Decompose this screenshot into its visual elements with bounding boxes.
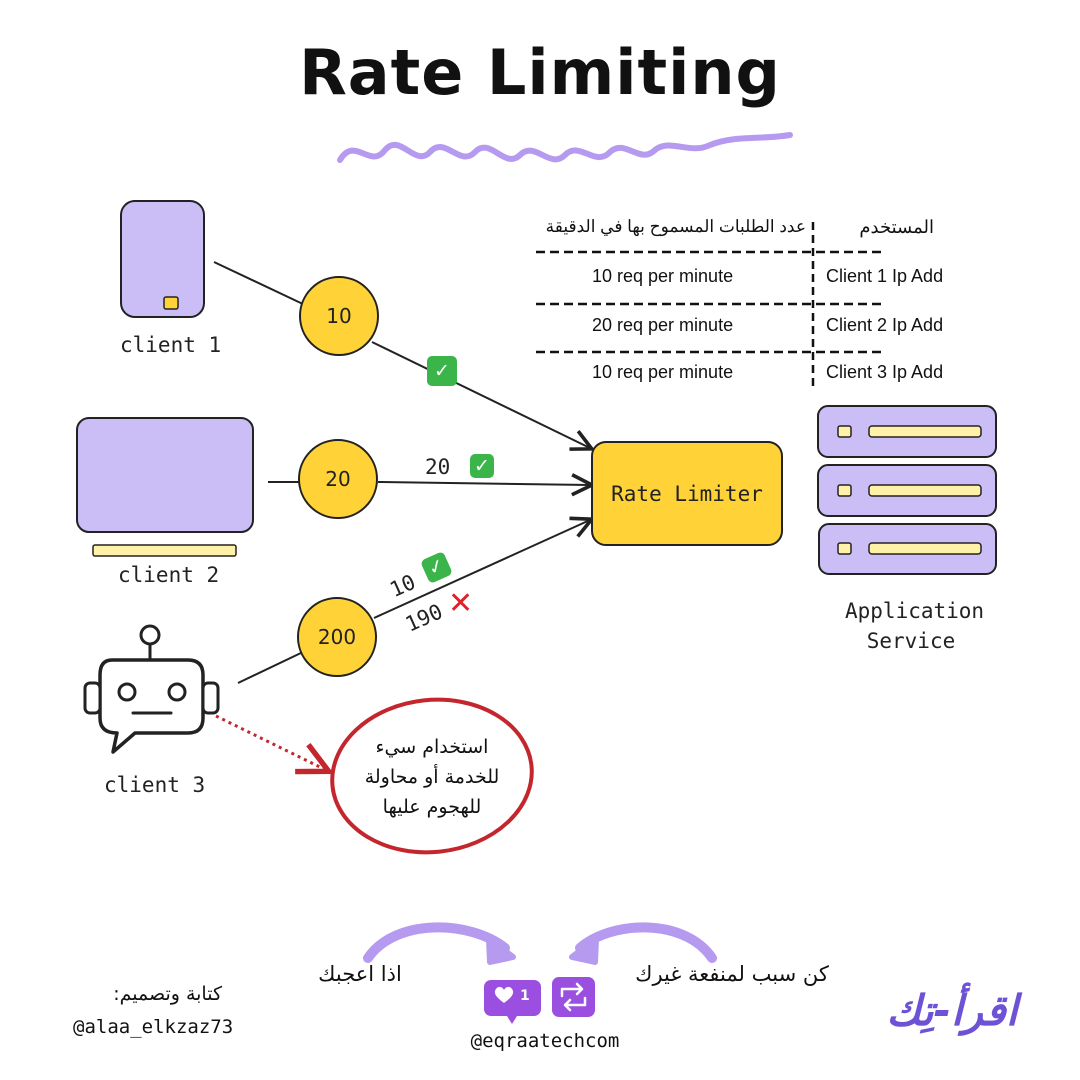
client-2-request-circle bbox=[298, 439, 378, 519]
edge-circle1-to-limiter bbox=[371, 341, 590, 448]
eqraatech-handle[interactable]: @eqraatechcom bbox=[470, 1030, 620, 1052]
server-1 bbox=[817, 405, 997, 458]
client-1-label: client 1 bbox=[120, 333, 222, 357]
client-3-robot-icon bbox=[83, 624, 220, 754]
like-count: 1 bbox=[520, 988, 530, 1004]
client-1-request-circle bbox=[299, 276, 379, 356]
repost-badge bbox=[552, 977, 595, 1017]
server-2 bbox=[817, 464, 997, 517]
rate-limiter-box bbox=[591, 441, 783, 546]
client-2-label: client 2 bbox=[118, 563, 220, 587]
misuse-note-outline bbox=[330, 697, 534, 855]
check-mark-icon: ✓ bbox=[470, 454, 494, 478]
table-row-2-user: Client 2 Ip Add bbox=[826, 315, 944, 335]
check-mark-icon: ✓ bbox=[427, 356, 457, 386]
application-service-label: Application Service bbox=[845, 596, 985, 656]
misuse-note: استخدام سيء للخدمة أو محاولة للهجوم عليه… bbox=[337, 732, 527, 822]
client-3-request-count: 200 bbox=[317, 625, 357, 649]
like-badge bbox=[484, 980, 541, 1024]
author-label: كتابة وتصميم: bbox=[113, 983, 222, 1005]
edge-client1-to-circle bbox=[213, 261, 306, 306]
page-title: Rate Limiting bbox=[299, 36, 781, 109]
application-service-label-line-1: Application bbox=[845, 599, 985, 623]
misuse-note-line-3: للهجوم عليها bbox=[382, 796, 482, 818]
share-curve-arrow bbox=[575, 922, 717, 963]
client-2-laptop-base bbox=[92, 544, 237, 557]
repost-icon bbox=[560, 982, 587, 1012]
heart-icon bbox=[494, 986, 514, 1003]
edge-circle2-to-limiter bbox=[377, 482, 590, 485]
table-header-limit: عدد الطلبات المسموح بها في الدقيقة bbox=[545, 217, 806, 236]
edge-client3-to-circle bbox=[237, 651, 304, 684]
author-handle[interactable]: @alaa_elkzaz73 bbox=[73, 1016, 234, 1038]
table-row-3-limit: 10 req per minute bbox=[592, 362, 734, 382]
table-row-1-user: Client 1 Ip Add bbox=[826, 266, 944, 286]
client-1-phone bbox=[120, 200, 205, 318]
misuse-arrow bbox=[215, 714, 326, 770]
like-curve-arrow-head bbox=[486, 936, 516, 965]
client-3-request-circle bbox=[297, 597, 377, 677]
table-row-1-limit: 10 req per minute bbox=[592, 266, 734, 286]
share-text: كن سبب لمنفعة غيرك bbox=[635, 962, 829, 986]
title-squiggle bbox=[337, 132, 793, 163]
share-curve-arrow-head bbox=[569, 936, 599, 965]
server-3 bbox=[818, 523, 997, 575]
client-1-request-count: 10 bbox=[326, 304, 352, 328]
misuse-note-line-1: استخدام سيء bbox=[375, 736, 489, 758]
like-curve-arrow bbox=[363, 922, 510, 963]
table-row-3-user: Client 3 Ip Add bbox=[826, 362, 944, 382]
client-3-label: client 3 bbox=[104, 773, 206, 797]
client-1-phone-button bbox=[163, 296, 179, 310]
cross-mark-icon: ✕ bbox=[448, 586, 474, 621]
table-header-user: المستخدم bbox=[859, 217, 934, 237]
client-2-request-count: 20 bbox=[325, 467, 351, 491]
table-row-2-limit: 20 req per minute bbox=[592, 315, 734, 335]
edge-circle3-to-limiter bbox=[373, 520, 590, 619]
client-2-laptop-screen bbox=[76, 417, 254, 533]
application-service-label-line-2: Service bbox=[866, 629, 956, 653]
like-text: اذا اعجبك bbox=[318, 962, 402, 986]
rate-limiter-label: Rate Limiter bbox=[611, 482, 763, 506]
client-2-allowed-count: 20 bbox=[425, 455, 451, 479]
misuse-note-line-2: للخدمة أو محاولة bbox=[364, 766, 500, 788]
brand-logo: اقرأ-تِك bbox=[886, 986, 1018, 1035]
